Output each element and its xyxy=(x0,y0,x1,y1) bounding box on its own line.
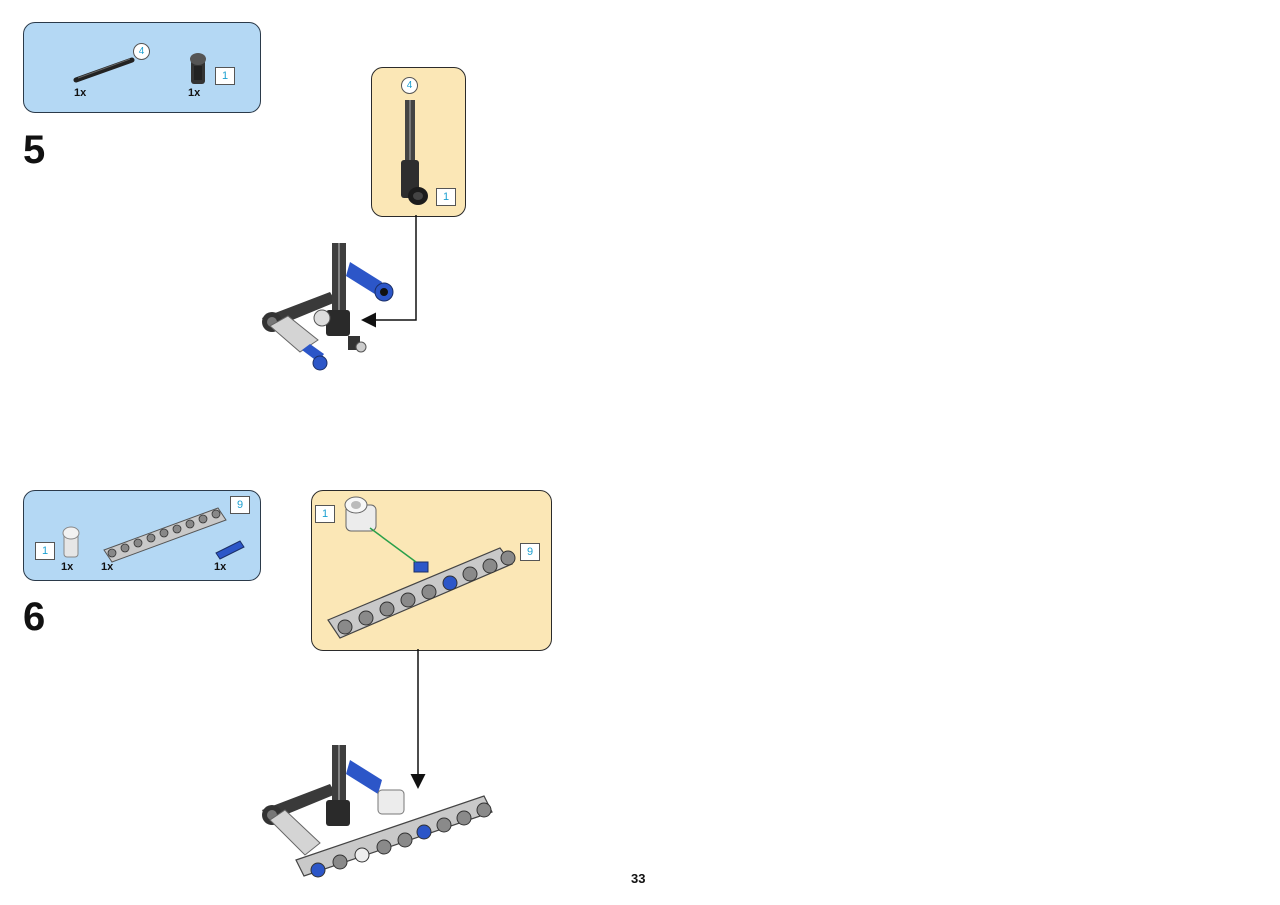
step-number-6: 6 xyxy=(23,595,46,639)
step-number-5: 5 xyxy=(23,128,46,172)
step6-green-guide-arrow xyxy=(369,527,417,563)
step5-sub-connector-tag: 1 xyxy=(436,188,456,206)
step6-pin-qty: 1x xyxy=(214,561,227,573)
step6-sub-blue-pin xyxy=(413,561,429,573)
step6-beam-part xyxy=(103,507,227,563)
step5-sub-axle-connector xyxy=(401,100,428,205)
step5-main-model xyxy=(262,243,394,371)
step5-connector-part xyxy=(190,53,206,84)
step5-axle-length-tag: 4 xyxy=(133,43,150,60)
step5-sub-axle-tag: 4 xyxy=(401,77,418,94)
step6-beam-qty: 1x xyxy=(101,561,114,573)
step5-connector-qty: 1x xyxy=(188,87,201,99)
step6-white-connector-part xyxy=(62,526,80,558)
step6-sub-beam xyxy=(327,547,516,639)
page-number: 33 xyxy=(631,871,646,886)
step5-connector-count-tag: 1 xyxy=(215,67,235,85)
step5-axle-qty: 1x xyxy=(74,87,87,99)
step6-sub-beam-tag: 9 xyxy=(520,543,540,561)
step6-main-model xyxy=(262,745,493,878)
step6-sub-white-connector xyxy=(344,496,377,532)
step5-axle-part xyxy=(73,57,135,83)
step5-callout-arrow xyxy=(361,215,417,328)
step6-blue-pin-part xyxy=(215,540,245,560)
step6-connector-count-tag: 1 xyxy=(35,542,55,560)
step6-beam-length-tag: 9 xyxy=(230,496,250,514)
step6-sub-connector-tag: 1 xyxy=(315,505,335,523)
step6-connector-qty: 1x xyxy=(61,561,74,573)
